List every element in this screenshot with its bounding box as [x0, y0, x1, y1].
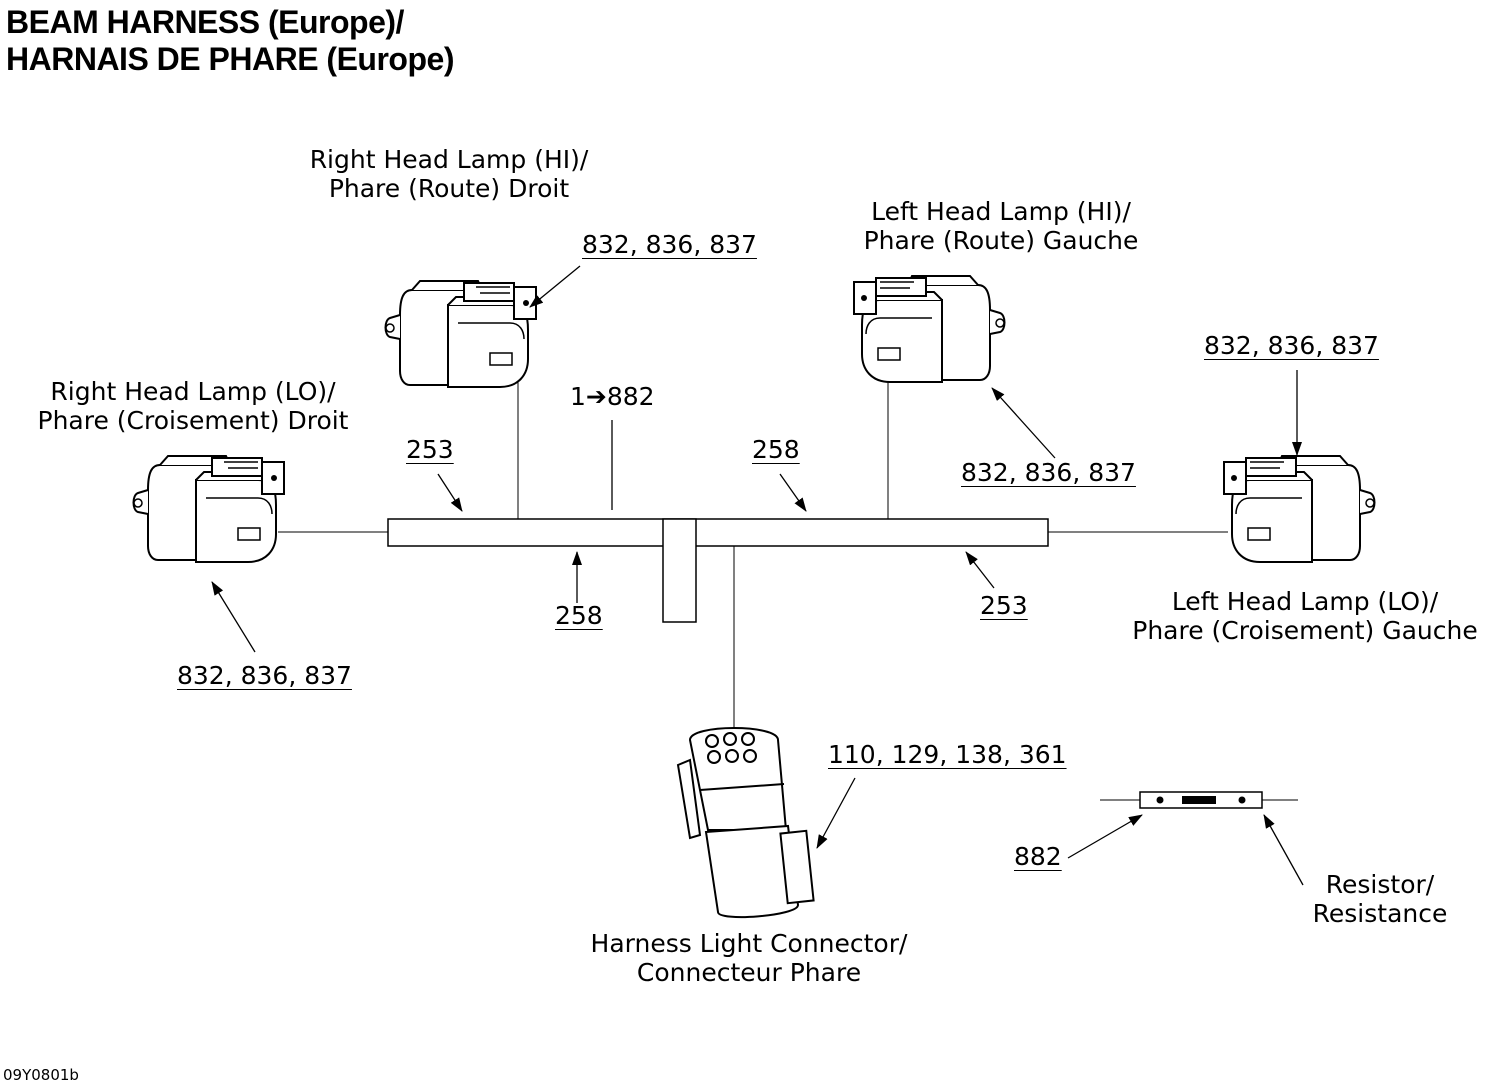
- left-hi-label-line1: Left Head Lamp (HI)/: [871, 197, 1131, 226]
- right-hi-parts: 832, 836, 837: [582, 230, 757, 259]
- harness-upper-left-number: 253: [406, 435, 454, 464]
- harness-trunk: [387, 518, 1049, 623]
- diagram-title-line1: BEAM HARNESS (Europe)/: [6, 4, 404, 40]
- left-hi-parts: 832, 836, 837: [961, 458, 1136, 487]
- right-hi-label-line1: Right Head Lamp (HI)/: [309, 145, 589, 174]
- harness-upper-right-number: 258: [752, 435, 800, 464]
- right-hi-label-line2: Phare (Route) Droit: [328, 174, 570, 203]
- right-hi-label: Right Head Lamp (HI)/ Phare (Route) Droi…: [292, 145, 606, 203]
- resistor-parts: 882: [1014, 842, 1062, 871]
- right-lo-label-line1: Right Head Lamp (LO)/: [50, 377, 336, 406]
- left-lo-label-line1: Left Head Lamp (LO)/: [1171, 587, 1439, 616]
- harness-wires: [278, 372, 1228, 728]
- right-head-lamp-lo: [132, 455, 285, 563]
- left-lo-label: Left Head Lamp (LO)/ Phare (Croisement) …: [1112, 587, 1498, 645]
- left-head-lamp-hi: [853, 275, 1006, 383]
- left-head-lamp-lo: [1223, 455, 1376, 563]
- connector-label-line1: Harness Light Connector/: [590, 929, 908, 958]
- resistor-label-line1: Resistor/: [1325, 870, 1435, 899]
- harness-lower-left-number: 258: [555, 601, 603, 630]
- resistor-symbol: [1100, 791, 1298, 809]
- resistor-callout: 1➔882: [570, 382, 655, 411]
- left-hi-label: Left Head Lamp (HI)/ Phare (Route) Gauch…: [845, 197, 1157, 255]
- connector-label: Harness Light Connector/ Connecteur Phar…: [568, 929, 930, 987]
- leader-arrows: [211, 265, 1304, 886]
- connector-parts: 110, 129, 138, 361: [828, 740, 1067, 769]
- connector-label-line2: Connecteur Phare: [636, 958, 862, 987]
- left-hi-label-line2: Phare (Route) Gauche: [863, 226, 1139, 255]
- figure-code: 09Y0801b: [3, 1066, 79, 1084]
- harness-lower-right-number: 253: [980, 591, 1028, 620]
- left-lo-label-line2: Phare (Croisement) Gauche: [1132, 616, 1478, 645]
- right-lo-label-line2: Phare (Croisement) Droit: [37, 406, 349, 435]
- right-lo-label: Right Head Lamp (LO)/ Phare (Croisement)…: [18, 377, 368, 435]
- resistor-label: Resistor/ Resistance: [1300, 870, 1460, 928]
- harness-light-connector: [676, 727, 815, 919]
- diagram-title-line2: HARNAIS DE PHARE (Europe): [6, 41, 454, 77]
- left-lo-parts: 832, 836, 837: [1204, 331, 1379, 360]
- right-head-lamp-hi: [384, 280, 537, 388]
- resistor-label-line2: Resistance: [1312, 899, 1448, 928]
- right-lo-parts: 832, 836, 837: [177, 661, 352, 690]
